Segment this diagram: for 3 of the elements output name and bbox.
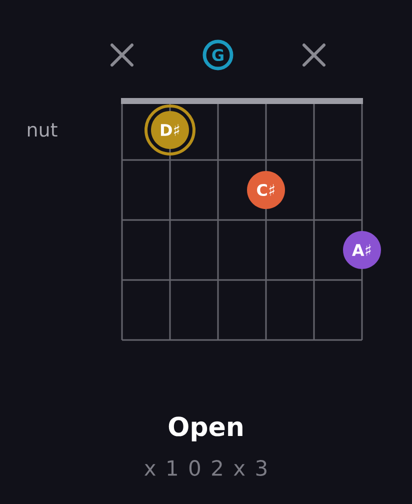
nut-label: nut [28,123,58,137]
fingering-text: x 1 0 2 x 3 [144,460,266,476]
chord-name: Open [168,416,242,442]
